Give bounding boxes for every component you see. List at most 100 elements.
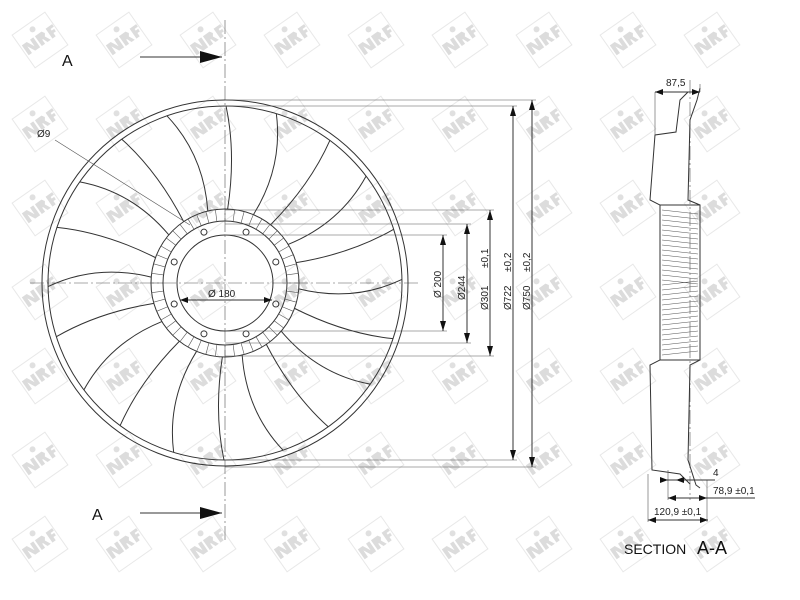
nrf-logo-watermark: [683, 431, 741, 489]
nrf-logo-watermark: [179, 263, 237, 321]
nrf-logo-watermark: [431, 11, 489, 69]
section-title-suffix: A-A: [697, 538, 727, 558]
nrf-logo-watermark: [515, 431, 573, 489]
nrf-logo-watermark: [179, 95, 237, 153]
hatch-line: [661, 285, 699, 291]
hub-rib: [196, 340, 202, 352]
nrf-logo-watermark: [431, 347, 489, 405]
fan-blade: [265, 330, 371, 428]
nrf-logo-watermark: [11, 263, 69, 321]
nrf-logo-watermark: [95, 347, 153, 405]
hatch-line: [661, 320, 699, 326]
hub-rib: [278, 313, 290, 321]
fan-blade: [56, 302, 163, 391]
nrf-logo-watermark: [431, 179, 489, 237]
hub-rib: [196, 214, 202, 226]
dim-750-label: Ø750: [522, 285, 533, 310]
nrf-logo-watermark: [683, 347, 741, 405]
nrf-logo-watermark: [179, 431, 237, 489]
fan-blade: [294, 279, 403, 340]
bolt-hole: [272, 300, 280, 308]
nrf-logo-watermark: [95, 11, 153, 69]
hole-dim-label: Ø9: [37, 129, 51, 140]
nrf-logo-watermark: [599, 95, 657, 153]
hatch-line: [661, 300, 699, 306]
nrf-logo-watermark: [263, 515, 321, 573]
nrf-logo-watermark: [347, 11, 405, 69]
fan-blade: [79, 138, 185, 236]
hatch-line: [661, 259, 699, 265]
hatch-line: [661, 269, 699, 275]
fan-blade: [119, 340, 198, 453]
section-label-top: A: [62, 53, 73, 70]
hatch-line: [661, 254, 699, 260]
nrf-logo-watermark: [179, 347, 237, 405]
nrf-logo-watermark: [347, 515, 405, 573]
nrf-logo-watermark: [347, 431, 405, 489]
hub-rib: [160, 313, 172, 321]
fan-front-view: A A Ø9 Ø 180 Ø 200 Ø244: [30, 20, 536, 540]
hatch-line: [661, 280, 699, 286]
hatch-line: [661, 350, 699, 356]
hub-rib: [172, 326, 182, 336]
bolt-hole: [200, 228, 208, 236]
hub-rib: [262, 332, 271, 342]
hub-rib: [284, 298, 297, 303]
section-label-bottom: A: [92, 507, 103, 524]
hub-rib: [284, 263, 297, 268]
fan-blade: [252, 113, 331, 226]
nrf-logo-watermark: [11, 431, 69, 489]
bolt-circle-dim-label: Ø 180: [208, 289, 236, 300]
hub-rib: [262, 224, 271, 234]
dim-200-label: Ø 200: [433, 270, 444, 298]
section-outline-left: [649, 91, 691, 485]
nrf-logo-watermark: [95, 431, 153, 489]
hatch-line: [661, 335, 699, 341]
nrf-logo-watermark: [11, 95, 69, 153]
nrf-logo-watermark: [515, 347, 573, 405]
dim-244-label: Ø244: [457, 275, 468, 300]
hatch-line: [661, 279, 699, 285]
bolt-hole: [242, 330, 250, 338]
hub-rib: [153, 263, 166, 268]
hatch-line: [661, 234, 699, 240]
hub-rib: [166, 237, 176, 246]
nrf-logo-watermark: [179, 515, 237, 573]
hatch-line: [661, 305, 699, 311]
dim-200: Ø 200: [225, 234, 447, 332]
fan-blade: [47, 226, 156, 287]
hatch-line: [661, 340, 699, 346]
nrf-logo-watermark: [179, 179, 237, 237]
nrf-logo-watermark: [515, 515, 573, 573]
dim-120-label: 120,9 ±0,1: [654, 507, 702, 518]
nrf-logo-watermark: [683, 179, 741, 237]
nrf-logo-watermark: [431, 95, 489, 153]
dim-722-label: Ø722: [503, 285, 514, 310]
fan-blade: [287, 175, 394, 264]
nrf-logo-watermark: [347, 95, 405, 153]
hub-rib: [278, 245, 290, 253]
hatch-line: [661, 249, 699, 255]
bolt-hole: [170, 258, 178, 266]
hub-rib: [179, 332, 188, 342]
fan-blades: [47, 105, 403, 461]
hub-rib: [151, 273, 164, 276]
nrf-logo-watermark: [263, 11, 321, 69]
nrf-logo-watermark: [683, 95, 741, 153]
hub-rib: [232, 344, 235, 357]
hub-rib: [286, 290, 299, 293]
nrf-watermark-pattern: [11, 11, 741, 573]
hub-rib: [153, 298, 166, 303]
hub-rib: [179, 224, 188, 234]
nrf-logo-watermark: [599, 431, 657, 489]
hatch-line: [661, 315, 699, 321]
hub-rib: [160, 245, 172, 253]
hub-rib: [240, 342, 245, 355]
nrf-logo-watermark: [95, 515, 153, 573]
nrf-logo-watermark: [515, 11, 573, 69]
nrf-logo-watermark: [431, 431, 489, 489]
hatch-line: [661, 244, 699, 250]
nrf-logo-watermark: [263, 95, 321, 153]
nrf-logo-watermark: [515, 263, 573, 321]
nrf-logo-watermark: [599, 179, 657, 237]
